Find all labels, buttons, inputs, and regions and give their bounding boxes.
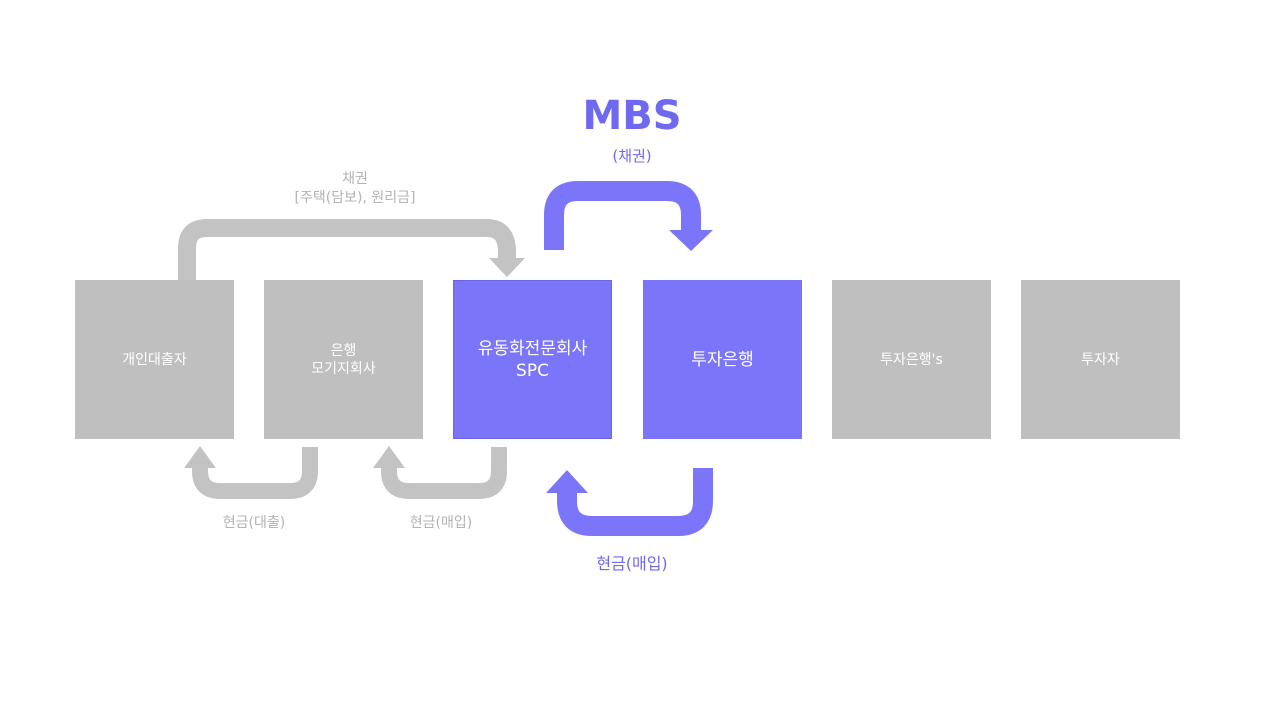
investment-bank-box: 투자은행 (643, 280, 802, 439)
bond-flow-label-line1: 채권 (342, 171, 368, 187)
borrower-box: 개인대출자 (75, 280, 234, 439)
bond-flow-arrow (178, 219, 516, 280)
purchase-cash-label-gray: 현금(매입) (409, 515, 473, 531)
mbs-flow-arrow (544, 181, 701, 250)
purchase-cash-arrowhead-gray (373, 446, 405, 468)
purchase-cash-arrow-blue (557, 468, 713, 536)
loan-cash-arrowhead (184, 446, 216, 468)
investment-bank-box-label: 투자은행 (691, 349, 754, 370)
bank-box-label-line2: 모기지회사 (311, 360, 376, 377)
purchase-cash-label-blue: 현금(매입) (596, 554, 668, 573)
purchase-cash-arrowhead-blue (546, 470, 588, 493)
bond-flow-label: 채권 [주택(담보), 원리금] (255, 170, 455, 208)
mbs-title: MBS (582, 93, 682, 139)
loan-cash-arrow (192, 447, 318, 499)
investment-banks-box: 투자은행's (832, 280, 991, 439)
investor-box-label: 투자자 (1081, 351, 1120, 368)
bank-box: 은행 모기지회사 (264, 280, 423, 439)
purchase-cash-arrow-gray (381, 447, 507, 499)
spc-box-label-line2: SPC (516, 360, 549, 381)
investment-banks-box-label: 투자은행's (880, 351, 943, 368)
spc-box-label-line1: 유동화전문회사 (477, 338, 588, 359)
bond-flow-arrowhead (489, 258, 525, 277)
bond-flow-label-line2: [주택(담보), 원리금] (294, 190, 416, 206)
mbs-subtitle: (채권) (612, 147, 652, 165)
loan-cash-label: 현금(대출) (222, 515, 286, 531)
investor-box: 투자자 (1021, 280, 1180, 439)
spc-box: 유동화전문회사 SPC (453, 280, 612, 439)
bank-box-label-line1: 은행 (330, 342, 357, 359)
borrower-box-label: 개인대출자 (122, 351, 187, 368)
mbs-flow-arrowhead (669, 230, 713, 251)
